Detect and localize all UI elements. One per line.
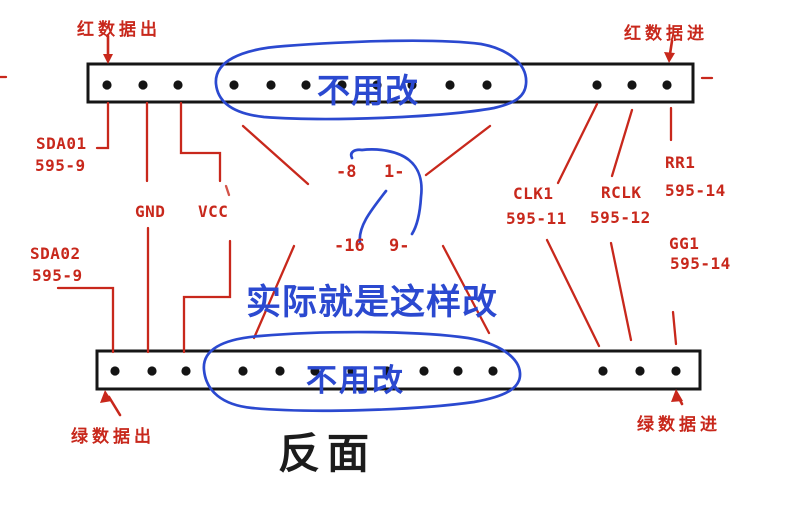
- vcc-top-leader: [179, 101, 222, 183]
- pin-hole: [598, 366, 608, 376]
- sda01-leader: [95, 101, 110, 150]
- pin-hole: [407, 80, 417, 90]
- top-connector-bar: [86, 62, 695, 104]
- green-data-in-label: 绿数据进: [637, 415, 721, 434]
- bottom-no-change-note: 不用改: [306, 363, 405, 398]
- pin-hole: [147, 366, 157, 376]
- pin-hole: [301, 80, 311, 90]
- pin-hole: [266, 80, 276, 90]
- sda02-name-label: SDA02: [30, 244, 81, 263]
- red-data-out-arrowhead: [103, 54, 113, 64]
- rr1-pin-label: 595-14: [665, 181, 726, 200]
- clk1-name-label: CLK1: [513, 184, 554, 203]
- red-data-in-label: 红数据进: [624, 24, 708, 43]
- clk1-bottom-leader: [545, 238, 601, 348]
- pin-hole: [238, 366, 248, 376]
- pin-hole: [488, 366, 498, 376]
- gnd-label: GND: [135, 202, 166, 221]
- pin-hole: [662, 80, 672, 90]
- vcc-bottom-leader: [182, 239, 232, 354]
- gg1-leader: [671, 310, 678, 346]
- clk1-pin-label: 595-11: [506, 209, 567, 228]
- sda02-leader: [56, 286, 115, 354]
- squiggle-left-stroke: [358, 189, 388, 245]
- pin-hole: [347, 366, 357, 376]
- rclk-bottom-leader: [609, 241, 633, 342]
- gg1-name-label: GG1: [669, 234, 700, 253]
- ic-pin-1-label: 1-: [384, 162, 405, 182]
- pin-hole: [110, 366, 120, 376]
- red-data-in-arrowhead: [664, 52, 675, 63]
- pin-hole: [275, 366, 285, 376]
- pin-hole: [627, 80, 637, 90]
- pin-hole: [482, 80, 492, 90]
- sda01-name-label: SDA01: [36, 134, 87, 153]
- pin-hole: [372, 80, 382, 90]
- rclk-name-label: RCLK: [601, 183, 642, 202]
- top-no-change-circle: [214, 39, 528, 121]
- pin-hole: [635, 366, 645, 376]
- bottom-bar-pin-holes: [110, 366, 681, 376]
- pin-hole: [102, 80, 112, 90]
- pin-hole: [592, 80, 602, 90]
- squiggle-right-stroke: [349, 148, 423, 236]
- pin-hole: [382, 366, 392, 376]
- blue-hand-drawn-marks: [202, 39, 528, 413]
- red-leader-lines: [0, 75, 714, 354]
- sda01-pin-label: 595-9: [35, 156, 86, 175]
- pin-hole: [310, 366, 320, 376]
- vcc-label: VCC: [198, 202, 229, 221]
- ic-pin-9-label: 9-: [389, 236, 410, 256]
- rclk-top-leader: [610, 108, 634, 178]
- red-data-out-label: 红数据出: [77, 20, 161, 39]
- ic-pin-16-label: -16: [334, 236, 365, 256]
- clk1-top-leader: [556, 102, 599, 185]
- bar-to-pin1-line: [424, 124, 492, 177]
- pin-hole: [671, 366, 681, 376]
- pin9-to-bar-line: [441, 244, 491, 335]
- green-data-out-label: 绿数据出: [71, 427, 155, 446]
- rclk-pin-label: 595-12: [590, 208, 651, 227]
- green-data-in-arrowhead: [671, 389, 683, 402]
- pin-hole: [173, 80, 183, 90]
- pin-hole: [181, 366, 191, 376]
- green-data-out-arrowhead: [100, 390, 112, 403]
- red-arrows: [100, 34, 684, 417]
- pin-hole: [453, 366, 463, 376]
- pin-hole: [419, 366, 429, 376]
- bottom-no-change-circle: [202, 330, 522, 413]
- pin-hole: [138, 80, 148, 90]
- ic-pin-8-label: -8: [336, 162, 357, 182]
- bar-to-pin8-line: [241, 124, 310, 186]
- gg1-pin-label: 595-14: [670, 254, 731, 273]
- pin-hole: [229, 80, 239, 90]
- top-bar-pin-holes: [102, 80, 672, 90]
- stray-tick: [224, 184, 231, 197]
- rr1-name-label: RR1: [665, 153, 696, 172]
- sda02-pin-label: 595-9: [32, 266, 83, 285]
- main-instruction-note: 实际就是这样改: [246, 283, 499, 322]
- top-no-change-note: 不用改: [317, 72, 419, 109]
- red-data-in-arrow: [668, 39, 674, 56]
- page-caption: 反面: [278, 429, 377, 478]
- pin-hole: [337, 80, 347, 90]
- pin-hole: [445, 80, 455, 90]
- pin16-to-bar-line: [252, 244, 296, 340]
